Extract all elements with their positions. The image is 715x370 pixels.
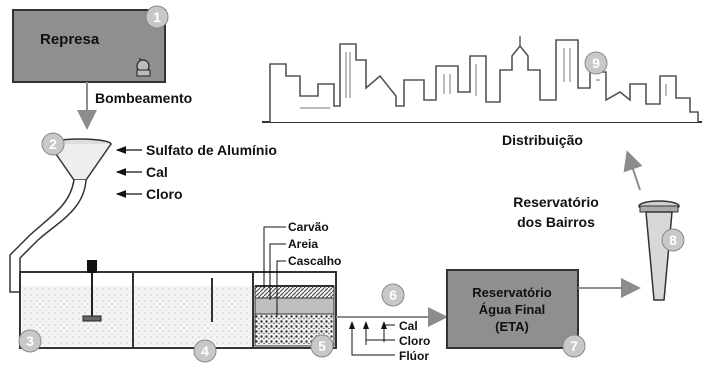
funnel [9, 138, 112, 293]
cal-additive-label: Cal [399, 319, 418, 333]
cloro-additive-label: Cloro [399, 334, 430, 348]
reservatorio-final-l2: Água Final [479, 302, 545, 317]
reservatorio-final-l1: Reservatório [472, 285, 552, 300]
areia-layer [254, 297, 335, 315]
treatment-tanks [19, 260, 337, 349]
areia-leader [269, 243, 286, 300]
mixer-icon [82, 260, 102, 322]
step-badge-4: 4 [193, 339, 217, 363]
additives-arrows [349, 321, 395, 356]
step-badge-5: 5 [310, 334, 334, 358]
carvao-label: Carvão [288, 220, 329, 234]
step-badge-8: 8 [661, 228, 685, 252]
carvao-leader [263, 226, 286, 288]
cal-label: Cal [146, 164, 168, 180]
cloro-label: Cloro [146, 186, 183, 202]
svg-text:7: 7 [570, 338, 578, 354]
final-reservoir-box: Reservatório Água Final (ETA) [446, 269, 579, 349]
step-badge-6: 6 [381, 283, 405, 307]
pump-icon [136, 58, 151, 77]
svg-text:6: 6 [389, 287, 397, 303]
step-badge-3: 3 [18, 329, 42, 353]
to-distribution-arrow [623, 150, 643, 191]
svg-text:9: 9 [592, 55, 600, 71]
reservatorio-bairros-l2: dos Bairros [517, 214, 595, 230]
carvao-layer [254, 285, 335, 299]
areia-label: Areia [288, 237, 318, 251]
step-badge-1: 1 [145, 5, 169, 29]
step-badge-7: 7 [562, 334, 586, 358]
fluor-additive-label: Flúor [399, 349, 429, 363]
svg-text:3: 3 [26, 333, 34, 349]
sulfato-label: Sulfato de Alumínio [146, 142, 277, 158]
city-skyline [262, 36, 702, 123]
bombeamento-label: Bombeamento [95, 90, 192, 106]
reservatorio-final-l3: (ETA) [495, 319, 529, 334]
svg-text:1: 1 [153, 9, 161, 25]
represa-label: Represa [40, 31, 100, 48]
cascalho-label: Cascalho [288, 254, 341, 268]
represa-box: Represa [12, 9, 166, 83]
step-badge-9: 9 [584, 51, 608, 75]
svg-text:8: 8 [669, 232, 677, 248]
reservatorio-bairros-l1: Reservatório [513, 194, 599, 210]
distribuicao-label: Distribuição [502, 132, 583, 148]
svg-text:5: 5 [318, 338, 326, 354]
step-badge-2: 2 [41, 132, 65, 156]
svg-text:2: 2 [49, 136, 57, 152]
svg-text:4: 4 [201, 343, 209, 359]
cascalho-leader [276, 260, 286, 316]
